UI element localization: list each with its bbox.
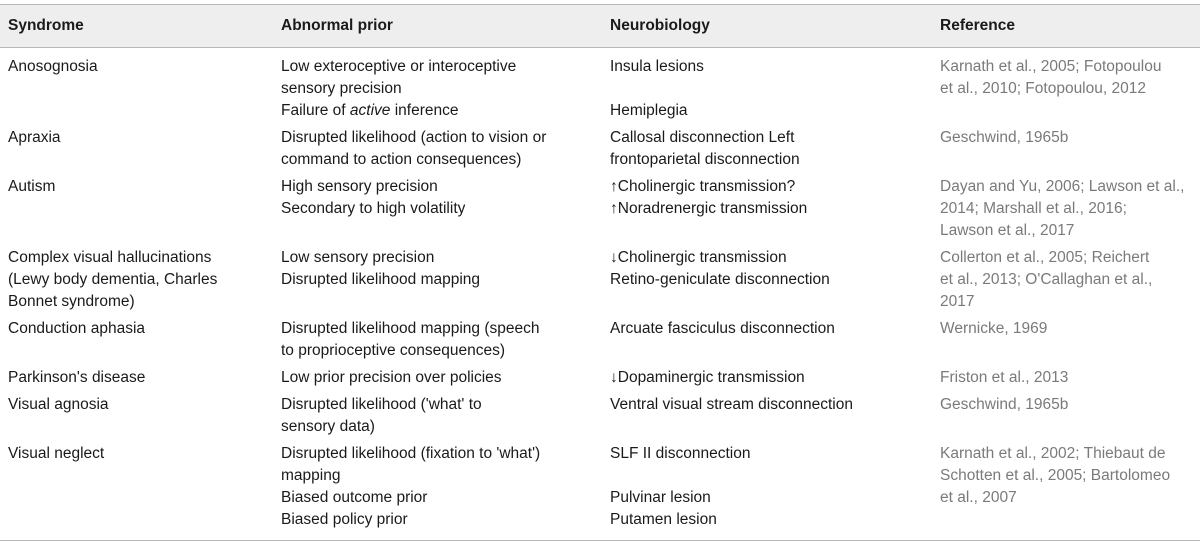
- cell-line: Disrupted likelihood mapping (speech: [281, 320, 540, 337]
- cell-line: Insula lesions: [610, 58, 704, 75]
- syndrome-cell: Anosognosia: [8, 56, 270, 78]
- reference-cell: Karnath et al., 2005; Fotopoulou et al., …: [940, 56, 1195, 100]
- syndrome-cell: Parkinson's disease: [8, 367, 270, 389]
- cell-line: Pulvinar lesion: [610, 489, 711, 506]
- syndrome-cell: Conduction aphasia: [8, 318, 270, 340]
- header-abnormal-prior: Abnormal prior: [281, 17, 393, 34]
- abnormal-prior-cell: Low exteroceptive or interoceptive sensor…: [281, 56, 591, 122]
- cell-line: (Lewy body dementia, Charles: [8, 271, 218, 288]
- neurobiology-cell: ↓Dopaminergic transmission: [610, 367, 915, 389]
- cell-line: 2014; Marshall et al., 2016;: [940, 200, 1127, 217]
- header-neurobiology: Neurobiology: [610, 17, 710, 34]
- cell-line: Putamen lesion: [610, 511, 717, 528]
- reference-cell: Collerton et al., 2005; Reichert et al., …: [940, 247, 1195, 313]
- emphasis-text: active: [349, 102, 391, 119]
- cell-line: Low exteroceptive or interoceptive: [281, 58, 517, 75]
- cell-line: Parkinson's disease: [8, 369, 146, 386]
- cell-line: [610, 465, 915, 487]
- cell-line: Friston et al., 2013: [940, 369, 1069, 386]
- cell-line: ↑Noradrenergic transmission: [610, 200, 808, 217]
- cell-line: 2017: [940, 293, 975, 310]
- cell-line: Disrupted likelihood ('what' to: [281, 396, 482, 413]
- syndrome-cell: Visual neglect: [8, 443, 270, 465]
- table-bottom-rule: [0, 540, 1200, 541]
- cell-line: Hemiplegia: [610, 102, 688, 119]
- syndrome-cell: Visual agnosia: [8, 394, 270, 416]
- neurobiology-cell: Callosal disconnection Left frontoparieta…: [610, 127, 915, 171]
- cell-line: Karnath et al., 2005; Fotopoulou: [940, 58, 1162, 75]
- cell-line: Failure of active inference: [281, 102, 459, 119]
- cell-line: Conduction aphasia: [8, 320, 146, 337]
- neurobiology-cell: Insula lesions Hemiplegia: [610, 56, 915, 122]
- cell-line: Callosal disconnection Left: [610, 129, 795, 146]
- cell-line: et al., 2010; Fotopoulou, 2012: [940, 80, 1146, 97]
- cell-line: command to action consequences): [281, 151, 522, 168]
- reference-cell: Karnath et al., 2002; Thiebaut de Schotte…: [940, 443, 1195, 509]
- cell-line: Anosognosia: [8, 58, 98, 75]
- cell-line: Low sensory precision: [281, 249, 435, 266]
- syndrome-cell: Autism: [8, 176, 270, 198]
- reference-cell: Friston et al., 2013: [940, 367, 1195, 389]
- reference-cell: Wernicke, 1969: [940, 318, 1195, 340]
- abnormal-prior-cell: Disrupted likelihood ('what' to sensory d…: [281, 394, 591, 438]
- cell-line: ↓Dopaminergic transmission: [610, 369, 805, 386]
- reference-cell: Geschwind, 1965b: [940, 394, 1195, 416]
- cell-line: Wernicke, 1969: [940, 320, 1048, 337]
- header-syndrome: Syndrome: [8, 17, 84, 34]
- cell-line: Autism: [8, 178, 56, 195]
- cell-line: Disrupted likelihood (fixation to 'what'…: [281, 445, 541, 462]
- cell-line: Geschwind, 1965b: [940, 396, 1069, 413]
- cell-line: Dayan and Yu, 2006; Lawson et al.,: [940, 178, 1185, 195]
- cell-line: et al., 2007: [940, 489, 1017, 506]
- cell-line: Ventral visual stream disconnection: [610, 396, 853, 413]
- cell-line: Geschwind, 1965b: [940, 129, 1069, 146]
- reference-cell: Dayan and Yu, 2006; Lawson et al., 2014; …: [940, 176, 1195, 242]
- syndrome-cell: Complex visual hallucinations (Lewy body …: [8, 247, 270, 313]
- cell-line: Karnath et al., 2002; Thiebaut de: [940, 445, 1166, 462]
- neurobiology-cell: Ventral visual stream disconnection: [610, 394, 915, 416]
- cell-line: [610, 78, 915, 100]
- cell-line: SLF II disconnection: [610, 445, 751, 462]
- neurobiology-cell: Arcuate fasciculus disconnection: [610, 318, 915, 340]
- cell-line: mapping: [281, 467, 341, 484]
- cell-line: Disrupted likelihood (action to vision o…: [281, 129, 547, 146]
- table-header: Syndrome Abnormal prior Neurobiology Ref…: [0, 4, 1200, 48]
- cell-line: Biased outcome prior: [281, 489, 428, 506]
- abnormal-prior-cell: Disrupted likelihood (fixation to 'what'…: [281, 443, 591, 531]
- cell-line: Disrupted likelihood mapping: [281, 271, 481, 288]
- cell-line: sensory precision: [281, 80, 402, 97]
- abnormal-prior-cell: Low prior precision over policies: [281, 367, 591, 389]
- abnormal-prior-cell: Disrupted likelihood mapping (speech to p…: [281, 318, 591, 362]
- syndrome-cell: Apraxia: [8, 127, 270, 149]
- cell-line: sensory data): [281, 418, 375, 435]
- cell-line: Schotten et al., 2005; Bartolomeo: [940, 467, 1171, 484]
- header-reference: Reference: [940, 17, 1015, 34]
- cell-line: Complex visual hallucinations: [8, 249, 212, 266]
- cell-line: High sensory precision: [281, 178, 438, 195]
- cell-line: Collerton et al., 2005; Reichert: [940, 249, 1150, 266]
- cell-line: frontoparietal disconnection: [610, 151, 800, 168]
- cell-line: Bonnet syndrome): [8, 293, 135, 310]
- cell-line: Retino-geniculate disconnection: [610, 271, 830, 288]
- neurobiology-cell: ↑Cholinergic transmission? ↑Noradrenergic…: [610, 176, 915, 220]
- cell-line: Arcuate fasciculus disconnection: [610, 320, 835, 337]
- cell-line: Secondary to high volatility: [281, 200, 466, 217]
- cell-line: Low prior precision over policies: [281, 369, 502, 386]
- cell-line: ↑Cholinergic transmission?: [610, 178, 796, 195]
- reference-cell: Geschwind, 1965b: [940, 127, 1195, 149]
- cell-line: Biased policy prior: [281, 511, 408, 528]
- cell-line: Visual agnosia: [8, 396, 109, 413]
- cell-line: et al., 2013; O'Callaghan et al.,: [940, 271, 1153, 288]
- abnormal-prior-cell: Disrupted likelihood (action to vision o…: [281, 127, 591, 171]
- cell-line: Apraxia: [8, 129, 61, 146]
- cell-line: ↓Cholinergic transmission: [610, 249, 787, 266]
- cell-line: Visual neglect: [8, 445, 105, 462]
- cell-line: to proprioceptive consequences): [281, 342, 506, 359]
- cell-line: Lawson et al., 2017: [940, 222, 1075, 239]
